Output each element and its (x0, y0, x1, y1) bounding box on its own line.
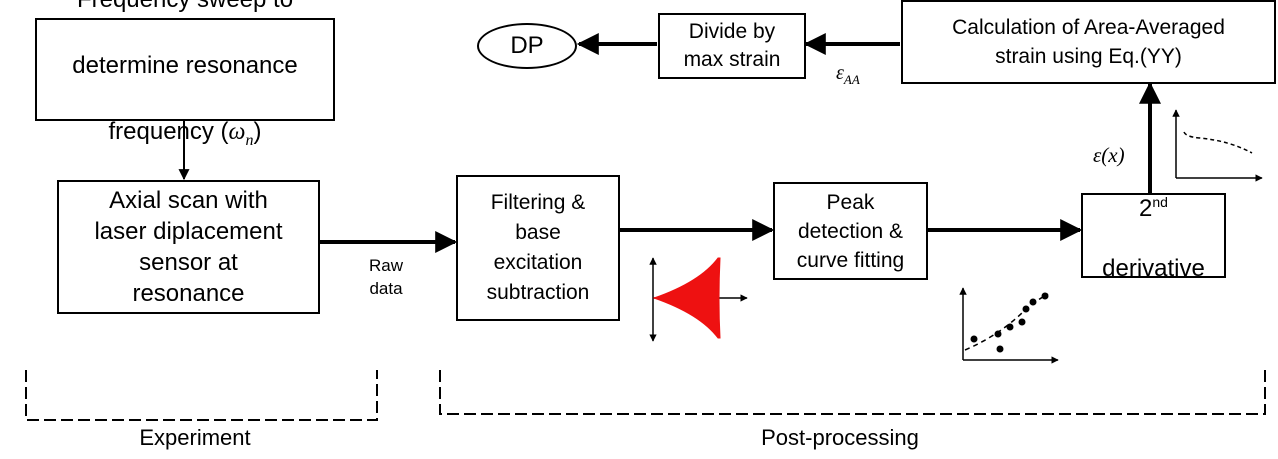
frequency-sweep-close-paren: ) (253, 117, 262, 145)
post-processing-label: Post-processing (761, 425, 919, 450)
peak-detection-label: Peak detection & curve fitting (796, 190, 905, 272)
axial-scan-label: Axial scan with laser diplacement sensor… (94, 187, 283, 307)
frequency-sweep-line-1: Frequency sweep to (72, 0, 297, 16)
post-processing-bracket (439, 370, 1266, 415)
area-averaged-calculation-box: Calculation of Area-Averaged strain usin… (901, 0, 1276, 84)
experiment-bracket (25, 370, 378, 421)
frequency-sweep-line-2: determine resonance (72, 51, 298, 79)
dp-ellipse: DP (477, 23, 577, 69)
frequency-sweep-box: Frequency sweep to determine resonance f… (35, 0, 335, 148)
divide-box: Divide by max strain (658, 13, 806, 79)
derivative-label: derivative (1102, 255, 1205, 282)
waveform-icon (649, 257, 748, 342)
dp-label: DP (510, 32, 544, 59)
frequency-sweep-line-3: frequency ( (108, 117, 229, 145)
peak-detection-box: Peak detection & curve fitting (773, 182, 928, 280)
epsilon-aa-symbol: ε (836, 62, 844, 84)
area-averaged-calculation-label: Calculation of Area-Averaged strain usin… (952, 16, 1225, 68)
curve-fit-icon (959, 287, 1059, 364)
epsilon-aa-subscript: AA (843, 72, 860, 87)
omega-subscript: n (245, 131, 254, 149)
omega-symbol: ω (228, 118, 246, 145)
second-derivative-box: 2nd derivative (1081, 193, 1226, 282)
filtering-box: Filtering & base excitation subtraction (456, 175, 620, 321)
derivative-order-superscript: nd (1152, 194, 1168, 210)
derivative-order: 2 (1139, 195, 1153, 222)
strain-curve-icon (1172, 109, 1263, 182)
epsilon-aa-label: εAA (836, 62, 860, 88)
epsilon-x-label: ε(x) (1093, 143, 1125, 167)
axial-scan-box: Axial scan with laser diplacement sensor… (57, 180, 320, 314)
raw-data-label: Raw data (368, 256, 403, 298)
filtering-label: Filtering & base excitation subtraction (486, 191, 590, 304)
divide-label: Divide by max strain (683, 20, 781, 71)
experiment-label: Experiment (139, 425, 251, 450)
